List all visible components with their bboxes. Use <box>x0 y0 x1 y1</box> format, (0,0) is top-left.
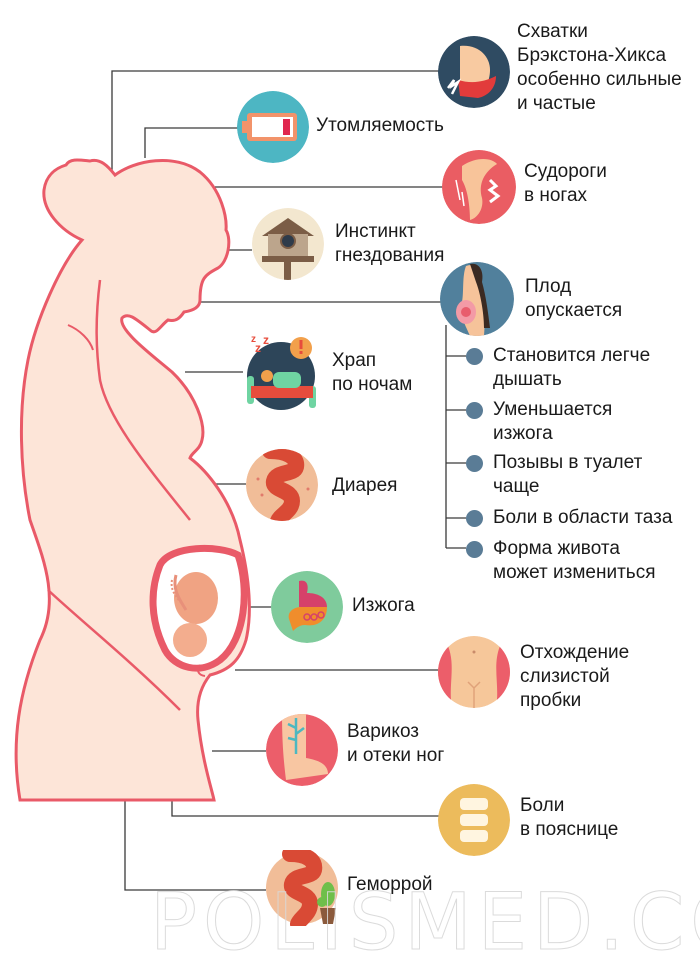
symptom-label-snoring: Храп по ночам <box>332 349 412 397</box>
label-line: опускается <box>525 300 623 321</box>
low-battery-icon <box>237 91 309 163</box>
bullet-icon <box>466 348 483 365</box>
symptom-label-fatigue: Утомляемость <box>316 114 444 138</box>
effect-line: может измениться <box>493 562 656 583</box>
symptom-label-mucus-plug: Отхождение слизистой пробки <box>520 641 629 713</box>
fetus-icon <box>170 572 218 657</box>
symptom-label-heartburn: Изжога <box>352 594 415 618</box>
stomach-icon <box>271 571 343 643</box>
label-line: Варикоз <box>347 721 420 742</box>
label-line: Судороги <box>524 161 607 182</box>
label-line: Изжога <box>352 595 415 616</box>
effect-line: Становится легче <box>493 345 651 366</box>
bullet-icon <box>466 510 483 527</box>
label-line: Плод <box>525 276 572 297</box>
symptom-label-fetus-drops: Плод опускается <box>525 275 622 323</box>
label-line: и частые <box>517 93 596 114</box>
label-line: в ногах <box>524 185 588 206</box>
bullet-icon <box>466 541 483 558</box>
effect-item: Становится легче дышать <box>466 344 650 392</box>
effect-line: изжога <box>493 423 553 444</box>
varicose-leg-icon <box>266 714 338 786</box>
connector-lines <box>111 70 466 891</box>
pregnant-woman-icon <box>440 262 514 336</box>
label-line: гнездования <box>335 245 445 266</box>
symptom-label-braxton-hicks: Схватки Брэкстона-Хикса особенно сильные… <box>517 20 682 116</box>
symptom-label-nesting: Инстинкт гнездования <box>335 220 444 268</box>
symptom-label-hemorrhoids: Геморрой <box>347 873 433 897</box>
symptom-label-varicose: Варикоз и отеки ног <box>347 720 444 768</box>
intestine-icon <box>246 449 318 521</box>
label-line: и отеки ног <box>347 745 445 766</box>
effect-item: Боли в области таза <box>466 506 672 530</box>
sleeping-snore-icon: z z z <box>243 330 319 410</box>
effect-item: Позывы в туалет чаще <box>466 451 642 499</box>
label-line: Инстинкт <box>335 221 416 242</box>
label-line: Храп <box>332 350 377 371</box>
label-line: Брэкстона-Хикса <box>517 45 667 66</box>
body-outline <box>14 158 251 802</box>
svg-text:z: z <box>255 341 261 355</box>
label-line: в пояснице <box>520 819 619 840</box>
label-line: Боли <box>520 795 565 816</box>
watermark: POLISMED.COM <box>150 878 700 968</box>
contraction-icon <box>438 36 510 108</box>
bullet-icon <box>466 402 483 419</box>
effect-line: Позывы в туалет <box>493 452 643 473</box>
effect-item: Уменьшается изжога <box>466 398 612 446</box>
symptom-label-back-pain: Боли в пояснице <box>520 794 618 842</box>
effect-item: Форма живота может измениться <box>466 537 656 585</box>
symptom-label-leg-cramps: Судороги в ногах <box>524 160 607 208</box>
svg-text:z: z <box>263 333 269 347</box>
symptom-label-diarrhea: Диарея <box>332 474 397 498</box>
birdhouse-icon <box>252 208 324 280</box>
label-line: Утомляемость <box>316 115 444 136</box>
label-line: Отхождение <box>520 642 630 663</box>
effect-line: Боли в области таза <box>493 507 673 528</box>
label-line: Диарея <box>332 475 398 496</box>
effect-line: дышать <box>493 369 562 390</box>
effect-line: Уменьшается <box>493 399 613 420</box>
pelvis-icon <box>438 636 510 708</box>
leg-cramp-icon <box>442 150 516 224</box>
label-line: слизистой <box>520 666 610 687</box>
label-line: по ночам <box>332 374 413 395</box>
label-line: особенно сильные <box>517 69 682 90</box>
spine-icon <box>438 784 510 856</box>
label-line: Геморрой <box>347 874 433 895</box>
hemorrhoid-cactus-icon <box>266 850 342 926</box>
label-line: пробки <box>520 690 582 711</box>
effect-line: Форма живота <box>493 538 620 559</box>
svg-text:z: z <box>251 334 256 345</box>
effect-line: чаще <box>493 476 540 497</box>
label-line: Схватки <box>517 21 588 42</box>
bullet-icon <box>466 455 483 472</box>
